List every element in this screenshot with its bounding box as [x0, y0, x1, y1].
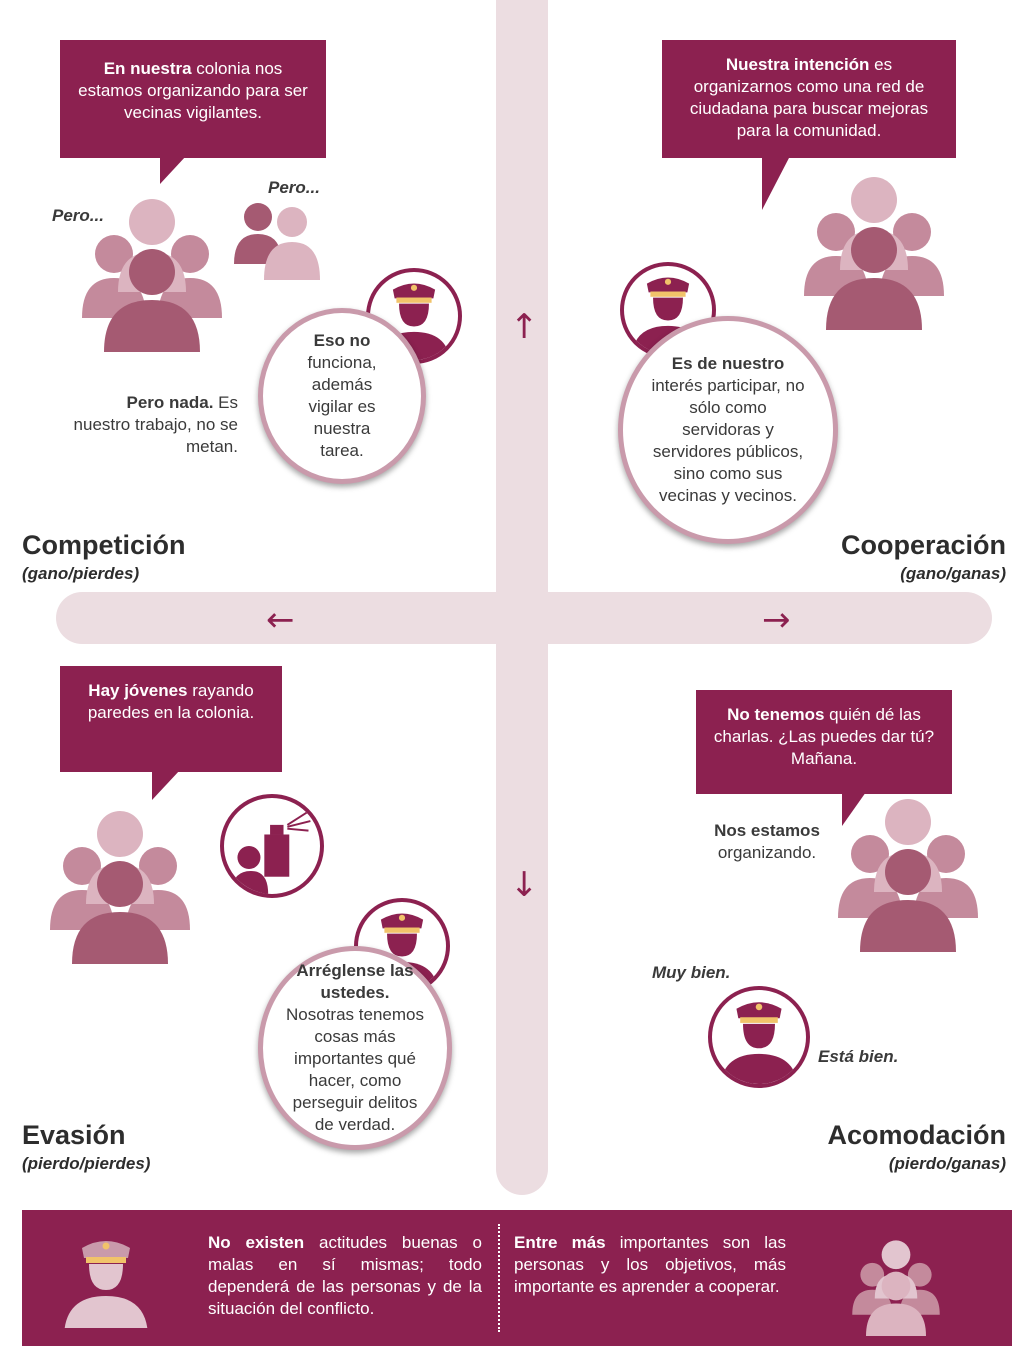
pair-icon [234, 200, 324, 280]
response-circle-evasion: Arréglense las ustedes. Nosotras tenemos… [258, 946, 452, 1150]
title-competicion: Competición [22, 530, 186, 560]
title-evasion: Evasión [22, 1120, 126, 1150]
group-icon [82, 192, 222, 352]
group-icon [838, 792, 978, 952]
pero-label-1: Pero... [52, 206, 104, 225]
response-circle-competicion: Eso no funciona, además vigilar es nuest… [258, 308, 426, 484]
pero-nada-text: Pero nada. Es nuestro trabajo, no se met… [73, 393, 238, 456]
bubble-tail [152, 770, 180, 800]
horizontal-axis [56, 592, 992, 644]
spray-can-icon [224, 798, 320, 894]
speech-bubble-acomodacion: No tenemos quién dé las charlas. ¿Las pu… [696, 690, 952, 794]
title-acomodacion: Acomodación [827, 1120, 1006, 1150]
bubble-tail [160, 156, 186, 184]
subtitle-evasion: (pierdo/pierdes) [22, 1154, 151, 1173]
title-cooperacion: Cooperación [840, 530, 1006, 560]
arrow-up-icon: ↑ [510, 307, 539, 347]
pero-label-2: Pero... [268, 178, 320, 197]
arrow-left-icon: ← [266, 600, 295, 640]
bubble-text: colonia nos estamos organizando para ser… [78, 59, 308, 122]
footer-divider [498, 1224, 500, 1332]
footer-banner: No existen actitudes buenas o malas en s… [22, 1210, 1012, 1346]
group-icon [804, 170, 944, 330]
pero-nada-bold: Pero nada. [126, 393, 214, 412]
group-icon [852, 1240, 940, 1336]
subtitle-competicion: (gano/pierdes) [22, 564, 140, 583]
group-icon [50, 804, 190, 964]
arrow-down-icon: ↓ [510, 865, 539, 905]
response-circle-cooperacion: Es de nuestro interés participar, no sól… [618, 316, 838, 544]
esta-bien-label: Está bien. [818, 1047, 899, 1066]
officer-icon [56, 1228, 156, 1328]
arrow-right-icon: → [762, 600, 791, 640]
graffiti-avatar [220, 794, 324, 898]
bubble-tail [762, 156, 790, 210]
bubble-tail [842, 792, 866, 826]
subtitle-cooperacion: (gano/ganas) [900, 564, 1006, 583]
footer-left-text: No existen actitudes buenas o malas en s… [208, 1233, 482, 1318]
subtitle-acomodacion: (pierdo/ganas) [888, 1154, 1006, 1173]
officer-avatar [708, 986, 810, 1088]
speech-bubble-cooperacion: Nuestra intención es organizarnos como u… [662, 40, 956, 158]
muy-bien-label: Muy bien. [652, 963, 731, 982]
speech-bubble-evasion: Hay jóvenes rayando paredes en la coloni… [60, 666, 282, 772]
officer-icon [712, 990, 806, 1084]
bubble-bold: En nuestra [103, 59, 192, 78]
footer-right-text: Entre más importantes son las personas y… [514, 1233, 786, 1296]
speech-bubble-competicion: En nuestra colonia nos estamos organizan… [60, 40, 326, 158]
